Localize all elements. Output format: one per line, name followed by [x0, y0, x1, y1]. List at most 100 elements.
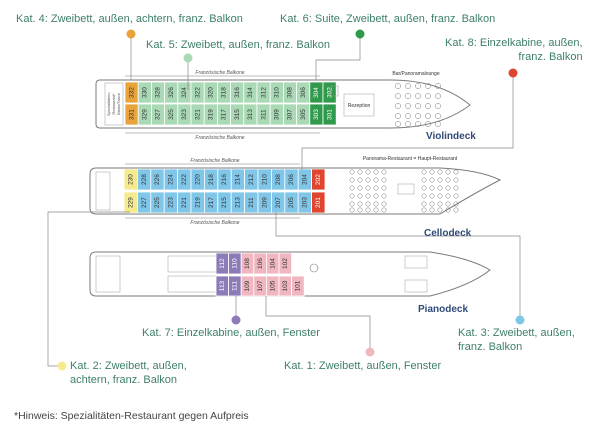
seat — [365, 201, 371, 207]
rezeption-label: Rezeption — [348, 103, 371, 109]
seat — [445, 169, 451, 175]
seat — [405, 83, 411, 89]
cello-balkon-bottom: Französische Balkone — [190, 220, 239, 226]
cabin-number: 325 — [168, 109, 175, 120]
cabin-number: 219 — [194, 197, 201, 208]
seat — [445, 201, 451, 207]
seat — [357, 193, 363, 199]
seat — [425, 113, 431, 119]
seat — [365, 193, 371, 199]
seat — [395, 103, 401, 109]
deck-label-cello: Cellodeck — [424, 228, 472, 239]
seat — [405, 93, 411, 99]
cabin-number: 203 — [302, 197, 309, 208]
cabin-number: 214 — [235, 174, 242, 185]
piano-stern-room — [95, 255, 121, 293]
seat — [405, 121, 411, 127]
seat — [365, 169, 371, 175]
cabin-number: 104 — [269, 258, 276, 269]
bar-label: Bar/Panoramalounge — [392, 71, 439, 77]
legend-kat4: Kat. 4: Zweibett, außen, achtern, franz.… — [16, 13, 243, 25]
spezial-restaurant-area — [104, 82, 124, 126]
spezial-label-3: Bistro/Tasca — [116, 92, 121, 115]
seat — [453, 177, 459, 183]
leader-kat8 — [301, 73, 514, 170]
leader-kat6 — [315, 34, 361, 80]
seat — [421, 185, 427, 191]
cabin-202 — [311, 168, 326, 191]
cabin-number: 304 — [313, 87, 320, 98]
seat — [381, 185, 387, 191]
seat — [437, 177, 443, 183]
stairs-violin — [329, 85, 339, 97]
cabin-number: 301 — [326, 109, 333, 120]
cabin-number: 329 — [142, 109, 149, 120]
seat — [373, 207, 379, 213]
cabin-number: 101 — [295, 280, 302, 291]
seat — [395, 121, 401, 127]
cabin-number: 112 — [219, 258, 226, 269]
seat — [415, 121, 421, 127]
cabin-number: 223 — [168, 197, 175, 208]
cabin-number: 216 — [221, 174, 228, 185]
cabin-number: 321 — [194, 109, 201, 120]
seat — [381, 193, 387, 199]
seat — [357, 207, 363, 213]
violin-balkon-top: Französische Balkone — [195, 70, 244, 76]
cabin-number: 212 — [248, 174, 255, 185]
cabin-number: 204 — [302, 174, 309, 185]
cabin-number: 322 — [194, 87, 201, 98]
restaurant-label: Panorama-Restaurant = Haupt-Restaurant — [363, 156, 458, 162]
cabin-number: 202 — [315, 174, 322, 185]
cabin-102 — [278, 252, 293, 275]
cabin-number: 113 — [219, 280, 226, 291]
cabin-number: 308 — [287, 87, 294, 98]
seat — [435, 83, 441, 89]
seat — [357, 185, 363, 191]
seat — [395, 113, 401, 119]
seat — [445, 177, 451, 183]
cabin-number: 320 — [208, 87, 215, 98]
cabin-number: 222 — [181, 174, 188, 185]
seat — [373, 177, 379, 183]
seat — [425, 121, 431, 127]
cabin-number: 210 — [261, 174, 268, 185]
cabin-number: 315 — [234, 109, 241, 120]
cabin-number: 110 — [232, 258, 239, 269]
seat — [421, 193, 427, 199]
seat — [373, 193, 379, 199]
seat — [429, 193, 435, 199]
seat — [437, 185, 443, 191]
cabin-number: 309 — [274, 109, 281, 120]
cabin-number: 224 — [168, 174, 175, 185]
cabin-number: 227 — [141, 197, 148, 208]
cabin-number: 331 — [128, 109, 135, 120]
seat — [429, 207, 435, 213]
cabin-number: 307 — [287, 109, 294, 120]
cabin-number: 332 — [128, 87, 135, 98]
cabin-number: 102 — [282, 258, 289, 269]
deck-label-violin: Violindeck — [426, 131, 476, 142]
seat — [357, 177, 363, 183]
cabin-number: 327 — [155, 109, 162, 120]
seat — [425, 103, 431, 109]
cabin-number: 208 — [275, 174, 282, 185]
cabin-number: 221 — [181, 197, 188, 208]
cabin-number: 209 — [261, 197, 268, 208]
seat — [435, 121, 441, 127]
seat — [395, 83, 401, 89]
cabin-number: 330 — [142, 87, 149, 98]
seat — [395, 93, 401, 99]
seat — [349, 169, 355, 175]
cabin-number: 323 — [181, 109, 188, 120]
rezeption-area — [343, 93, 375, 117]
seat — [453, 207, 459, 213]
seat — [429, 177, 435, 183]
seat — [429, 185, 435, 191]
legend-kat8: Kat. 8: Einzelkabine, außen,franz. Balko… — [445, 37, 583, 63]
seat — [365, 185, 371, 191]
seat — [421, 207, 427, 213]
deck-label-piano: Pianodeck — [418, 304, 469, 315]
